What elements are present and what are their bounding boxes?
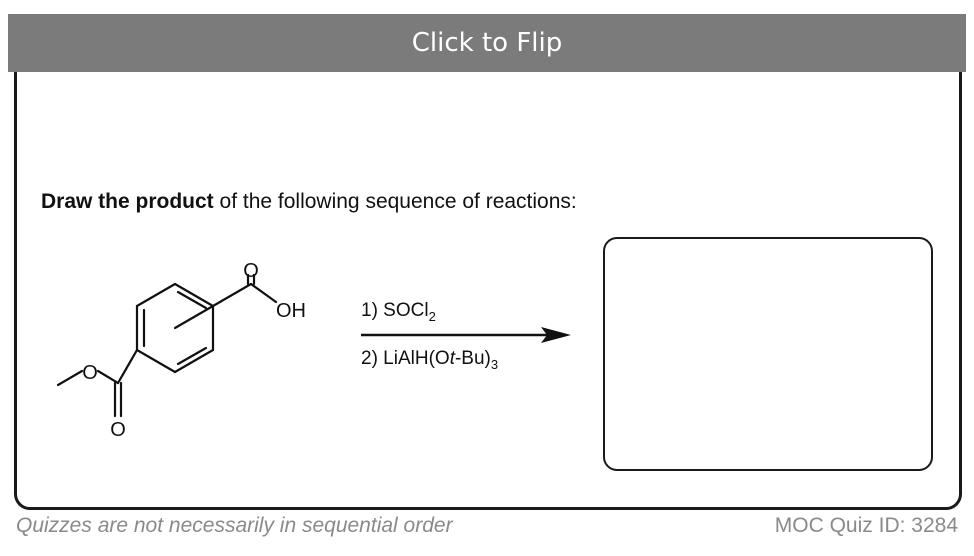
bond [56, 369, 84, 387]
question-rest: of the following sequence of reactions: [213, 190, 577, 213]
product-answer-box[interactable] [603, 237, 933, 471]
question-prompt: Draw the product of the following sequen… [41, 190, 577, 214]
ring-bond [135, 282, 177, 308]
bond [249, 282, 278, 304]
ring-double-bond [176, 290, 208, 310]
arrowhead-icon [541, 327, 571, 343]
reagent-step-2: 2) LiAlH(Ot-Bu)3 [361, 348, 498, 372]
atom-label-o: O [110, 419, 126, 441]
order-disclaimer: Quizzes are not necessarily in sequentia… [16, 514, 453, 537]
bond [96, 369, 120, 385]
bond [211, 282, 253, 308]
reagent-step-1: 1) SOCl2 [361, 300, 436, 324]
ring-double-bond [176, 346, 208, 366]
starting-material-structure: O OH O O [56, 258, 306, 441]
atom-label-oh: OH [276, 300, 306, 322]
ring-bond [135, 348, 177, 374]
reaction-arrow-conditions: 1) SOCl2 2) LiAlH(Ot-Bu)3 [361, 300, 571, 372]
question-bold: Draw the product [41, 190, 214, 213]
atom-label-o: O [82, 362, 98, 384]
click-to-flip-button[interactable]: Click to Flip [8, 14, 966, 72]
ring-bond [173, 282, 215, 308]
ring-bond [173, 348, 215, 374]
bond [116, 348, 139, 385]
atom-label-o: O [243, 260, 259, 282]
quiz-id: MOC Quiz ID: 3284 [774, 514, 958, 537]
ring-bond [173, 304, 215, 330]
